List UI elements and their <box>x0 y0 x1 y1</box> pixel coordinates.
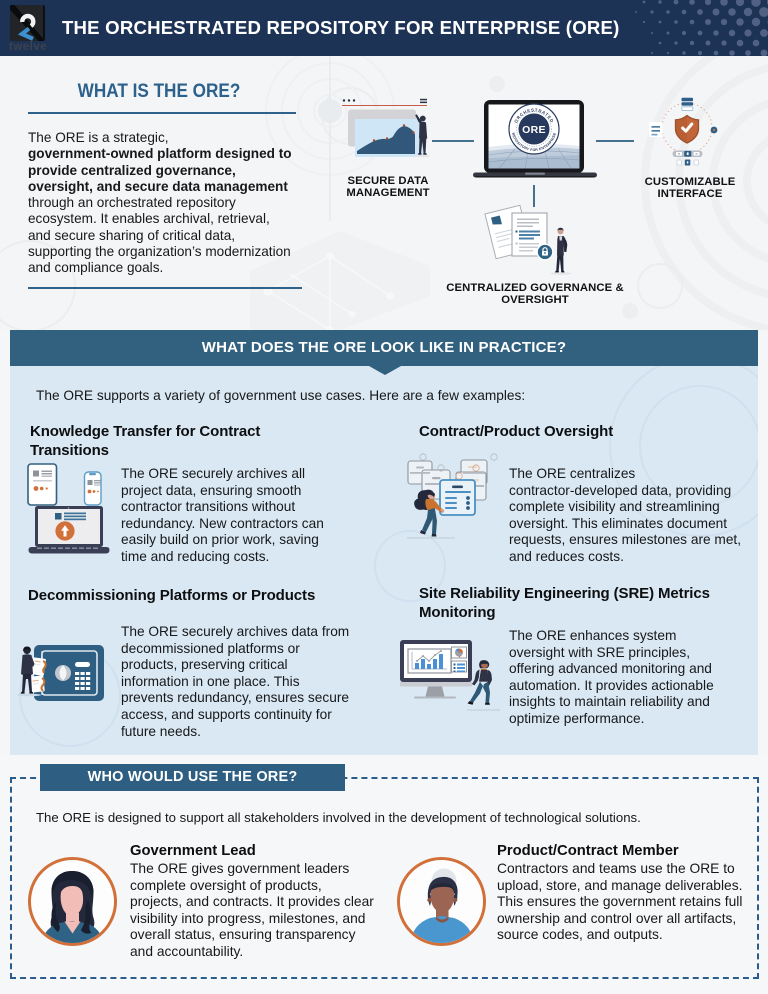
svg-text:ORE: ORE <box>522 124 546 136</box>
